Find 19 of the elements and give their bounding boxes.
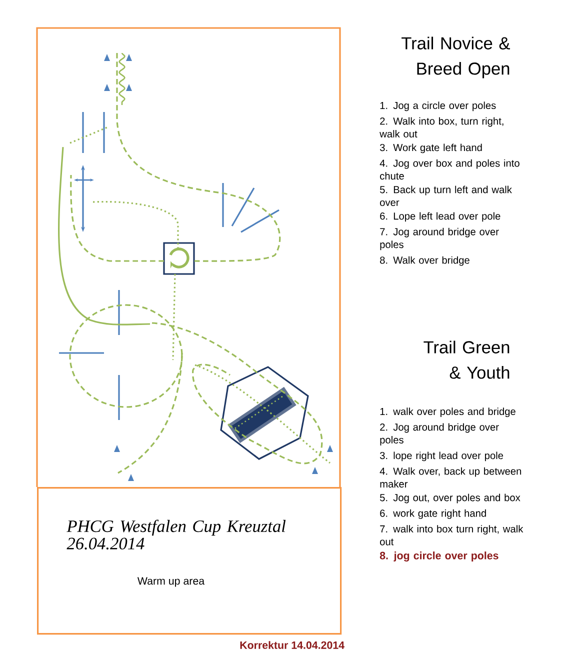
list-item: 1. Jog a circle over poles [380,102,496,112]
list-item: 4. Walk over, back up between maker [380,467,522,488]
list-item: 3. Work gate left hand [380,144,482,154]
warm-up-area: PHCG Westfalen Cup Kreuztal 26.04.2014 Warm up area [37,487,342,635]
revision-item: 8. jog circle over poles [380,552,498,562]
list-item: 7. Jog around bridge over poles [380,228,499,250]
list-item: 8. Walk over bridge [380,256,470,266]
list-item: 5. Back up turn left and walk over [380,186,512,206]
section-heading: Trail Green & Youth [424,340,510,379]
list-item: 6. Lope left lead over pole [380,212,500,222]
list-item: 7. walk into box turn right, walk out [380,525,524,546]
list-item: 5. Jog out, over poles and box [380,494,520,504]
list-item: 3. lope right lead over pole [380,452,504,462]
list-item: 6. work gate right hand [380,509,486,519]
list-item: 1. walk over poles and bridge [380,408,516,418]
list-item: 2. Jog around bridge over poles [380,423,499,446]
section-heading: Trail Novice & Breed Open [402,36,510,78]
list-item: 4. Jog over box and poles into chute [380,159,520,180]
list-item: 2. Walk into box, turn right, walk out [380,117,504,138]
